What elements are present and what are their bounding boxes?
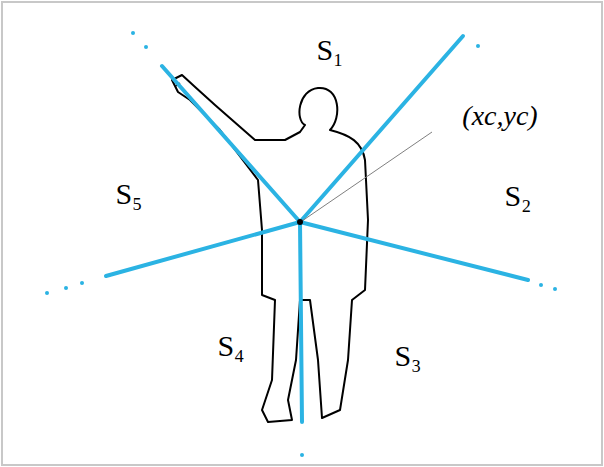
continuation-dots: [45, 31, 557, 457]
coordinate-label: (xc,yc): [462, 102, 537, 130]
sector-label: S₅: [115, 179, 142, 209]
sector-label: S₄: [217, 331, 244, 361]
leader-line: [302, 132, 432, 221]
sector-lines: [106, 36, 528, 422]
sector-label: S₁: [316, 35, 343, 65]
sector-label: S₂: [504, 181, 531, 211]
center-point: [297, 219, 303, 225]
sector-label: S₃: [394, 341, 421, 371]
